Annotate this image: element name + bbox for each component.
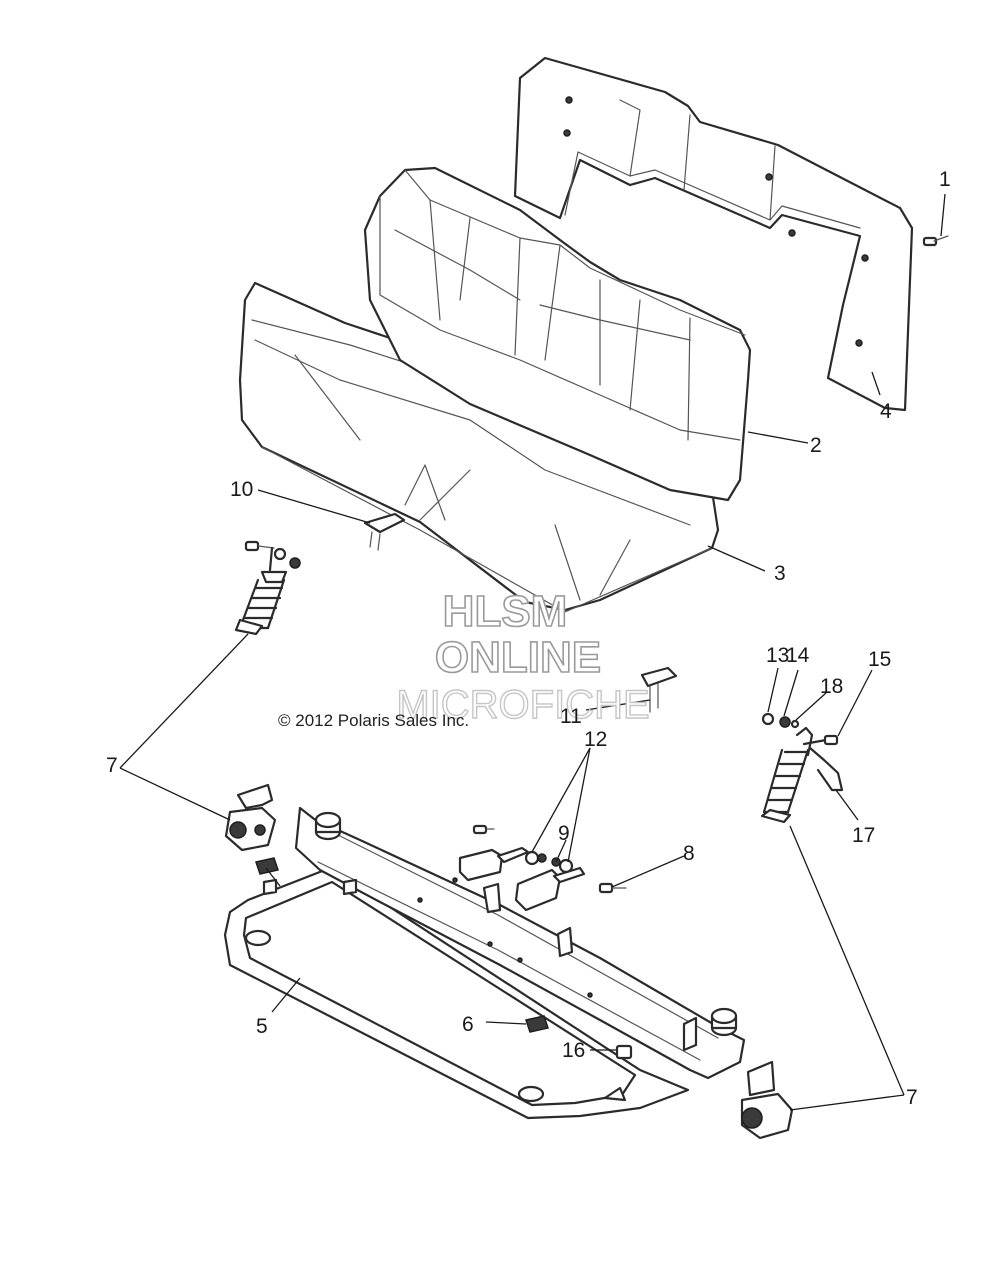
callout-2: 2 — [810, 434, 822, 457]
seat-cross-tube — [294, 806, 746, 1080]
callout-10: 10 — [230, 478, 253, 501]
watermark: HLSM ONLINE MICROFICHE — [396, 586, 651, 728]
seat-base-frame — [223, 866, 690, 1120]
watermark-line-1: HLSM — [443, 587, 568, 636]
callout-11: 11 — [560, 705, 582, 728]
right-spring-assembly — [760, 712, 844, 824]
callout-labels: 1 2 3 4 5 6 7 7 8 9 10 11 12 13 14 15 16… — [106, 168, 951, 1109]
bolt — [598, 882, 627, 894]
right-seat-belt-latch — [740, 1060, 794, 1140]
watermark-line-3: MICROFICHE — [396, 683, 649, 727]
callout-8: 8 — [683, 842, 695, 865]
left-spring-assembly — [234, 540, 301, 636]
nut — [615, 1044, 633, 1060]
callout-1: 1 — [939, 168, 951, 191]
clip-11 — [640, 666, 678, 713]
left-seat-belt-latch — [224, 783, 277, 852]
callout-12: 12 — [584, 728, 607, 751]
callout-17: 17 — [852, 824, 875, 847]
watermark-line-2: ONLINE — [435, 633, 601, 682]
callout-3: 3 — [774, 562, 786, 585]
leader-lines — [119, 193, 946, 1111]
seat-back-panel — [513, 56, 914, 412]
callout-4: 4 — [880, 400, 892, 423]
callout-5: 5 — [256, 1015, 268, 1038]
callout-15: 15 — [868, 648, 891, 671]
seat-backrest-cushion — [363, 166, 752, 502]
callout-7-left: 7 — [106, 754, 118, 777]
callout-16: 16 — [562, 1039, 585, 1062]
callout-6: 6 — [462, 1013, 474, 1036]
seat-belt-buckles — [458, 824, 586, 912]
copyright-text: © 2012 Polaris Sales Inc. — [278, 711, 469, 730]
screw — [922, 235, 949, 247]
callout-13: 13 — [766, 644, 789, 667]
callout-18: 18 — [820, 675, 843, 698]
callout-14: 14 — [786, 644, 810, 667]
callout-7-right: 7 — [906, 1086, 918, 1109]
clip — [363, 512, 406, 551]
callout-9: 9 — [558, 822, 570, 845]
bumper — [255, 857, 549, 1033]
